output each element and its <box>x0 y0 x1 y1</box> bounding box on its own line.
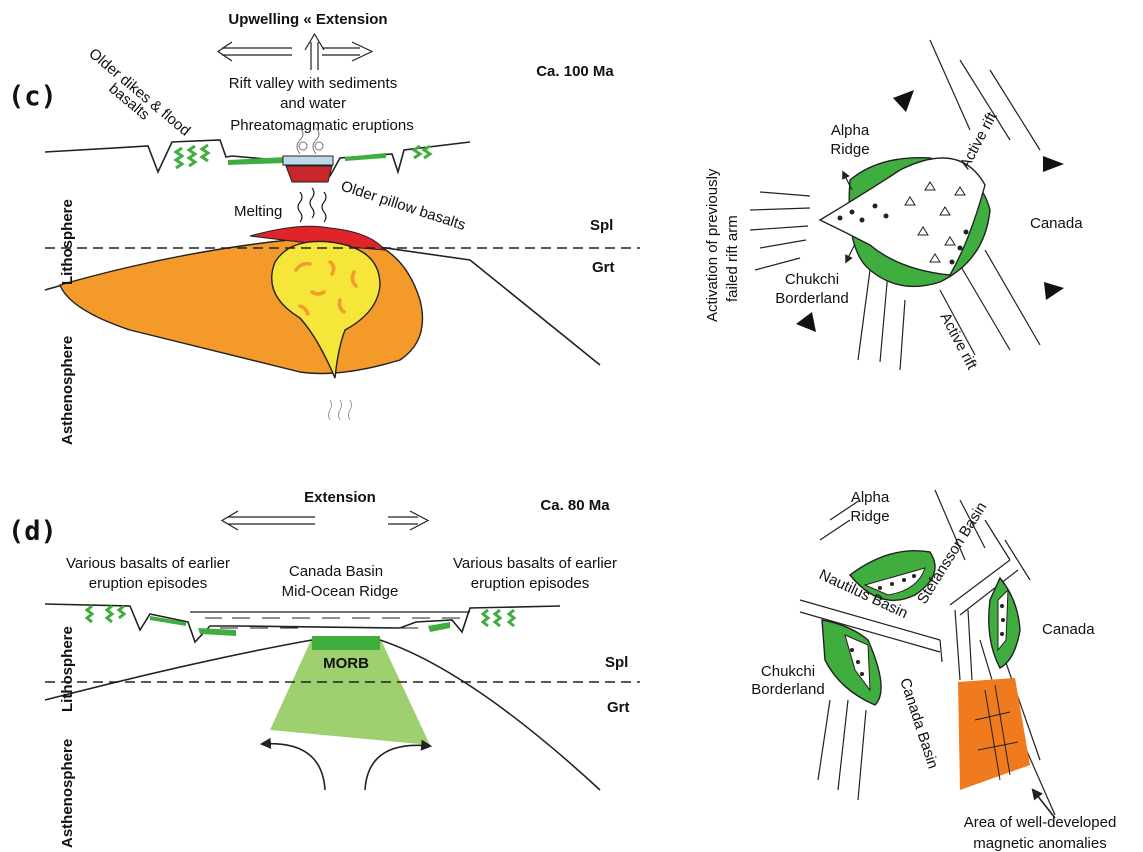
lithosphere-base-d-left <box>45 640 312 700</box>
extension-arrows-d <box>222 511 428 530</box>
lithosphere-label-d: Lithosphere <box>59 626 76 712</box>
active-rift-top: Active rift <box>957 109 1001 172</box>
alpha-ridge-d-line2: Ridge <box>850 508 889 525</box>
basalts-right-line1: Various basalts of earlier <box>453 555 617 572</box>
extension-arrows-c <box>218 34 372 70</box>
flood-basalt-c-right <box>345 153 386 161</box>
alpha-ridge-d-line1: Alpha <box>851 489 890 506</box>
alpha-ridge-c-line2: Ridge <box>830 141 869 158</box>
panel-d-title: Extension <box>304 489 376 506</box>
panel-c-map: Alpha Ridge Canada Chukchi Borderland Ac… <box>704 40 1083 373</box>
dikes-d-right <box>483 610 514 626</box>
morb-label: MORB <box>323 655 369 672</box>
anomalies-line1: Area of well-developed <box>964 814 1117 831</box>
basalt-strip-d-right <box>428 622 450 632</box>
dikes-c-left <box>176 145 208 168</box>
canada-basin-label: Canada Basin <box>896 676 941 771</box>
panel-d-letter: (d) <box>8 516 57 547</box>
activation-line2: failed rift arm <box>724 215 741 302</box>
panel-d-age: Ca. 80 Ma <box>540 497 610 514</box>
chukchi-c-line2: Borderland <box>775 290 848 307</box>
rift-valley-line3: Phreatomagmatic eruptions <box>230 117 413 134</box>
anomalies-line2: magnetic anomalies <box>973 835 1106 852</box>
melting-label: Melting <box>234 203 282 220</box>
canada-d: Canada <box>1042 621 1095 638</box>
rift-valley-line1: Rift valley with sediments <box>229 75 397 92</box>
rift-water <box>283 156 333 165</box>
spl-label-d: Spl <box>605 654 628 671</box>
panel-c-age: Ca. 100 Ma <box>536 63 614 80</box>
canada-c: Canada <box>1030 215 1083 232</box>
magnetic-anomaly-area <box>958 678 1030 790</box>
older-dikes-line1: Older dikes & flood <box>85 45 193 139</box>
active-rift-bottom: Active rift <box>936 310 980 373</box>
ridge-line1: Canada Basin <box>289 563 383 580</box>
alpha-ridge-c-line1: Alpha <box>831 122 870 139</box>
panel-c-cross-section: (c) Upwelling « Extension Ca. 100 Ma Rif… <box>8 11 640 445</box>
panel-c-title: Upwelling « Extension <box>228 11 387 28</box>
morb-ridge-cap <box>312 636 380 650</box>
chukchi-d-line1: Chukchi <box>761 663 815 680</box>
surface-profile-c <box>45 140 470 176</box>
basalt-strip-d-left <box>198 628 236 636</box>
melting-squiggles <box>298 188 326 222</box>
asthenosphere-label-c: Asthenosphere <box>59 336 76 445</box>
panel-d-cross-section: (d) Extension Ca. 80 Ma Various basalts … <box>8 489 640 848</box>
basalts-right-line2: eruption episodes <box>471 575 589 592</box>
ridge-line2: Mid-Ocean Ridge <box>282 583 399 600</box>
convection-arrows <box>262 744 430 790</box>
asthenosphere-label-d: Asthenosphere <box>59 739 76 848</box>
grt-label-c: Grt <box>592 259 615 276</box>
basalts-left-line2: eruption episodes <box>89 575 207 592</box>
spl-label-c: Spl <box>590 217 613 234</box>
upwelling-squiggles <box>329 400 352 420</box>
chukchi-c-line1: Chukchi <box>785 271 839 288</box>
lithosphere-label-c: Lithosphere <box>59 199 76 285</box>
chukchi-d-line2: Borderland <box>751 681 824 698</box>
basalts-left-line1: Various basalts of earlier <box>66 555 230 572</box>
panel-c-letter: (c) <box>8 81 57 112</box>
grt-label-d: Grt <box>607 699 630 716</box>
rift-valley-line2: and water <box>280 95 346 112</box>
rift-sediment-melt <box>286 166 332 182</box>
dikes-d-left <box>87 606 124 622</box>
panel-d-map: Alpha Ridge Nautilus Basin Stefansson Ba… <box>751 489 1116 852</box>
activation-line1: Activation of previously <box>704 168 721 322</box>
pillow-basalts-label: Older pillow basalts <box>339 178 468 234</box>
